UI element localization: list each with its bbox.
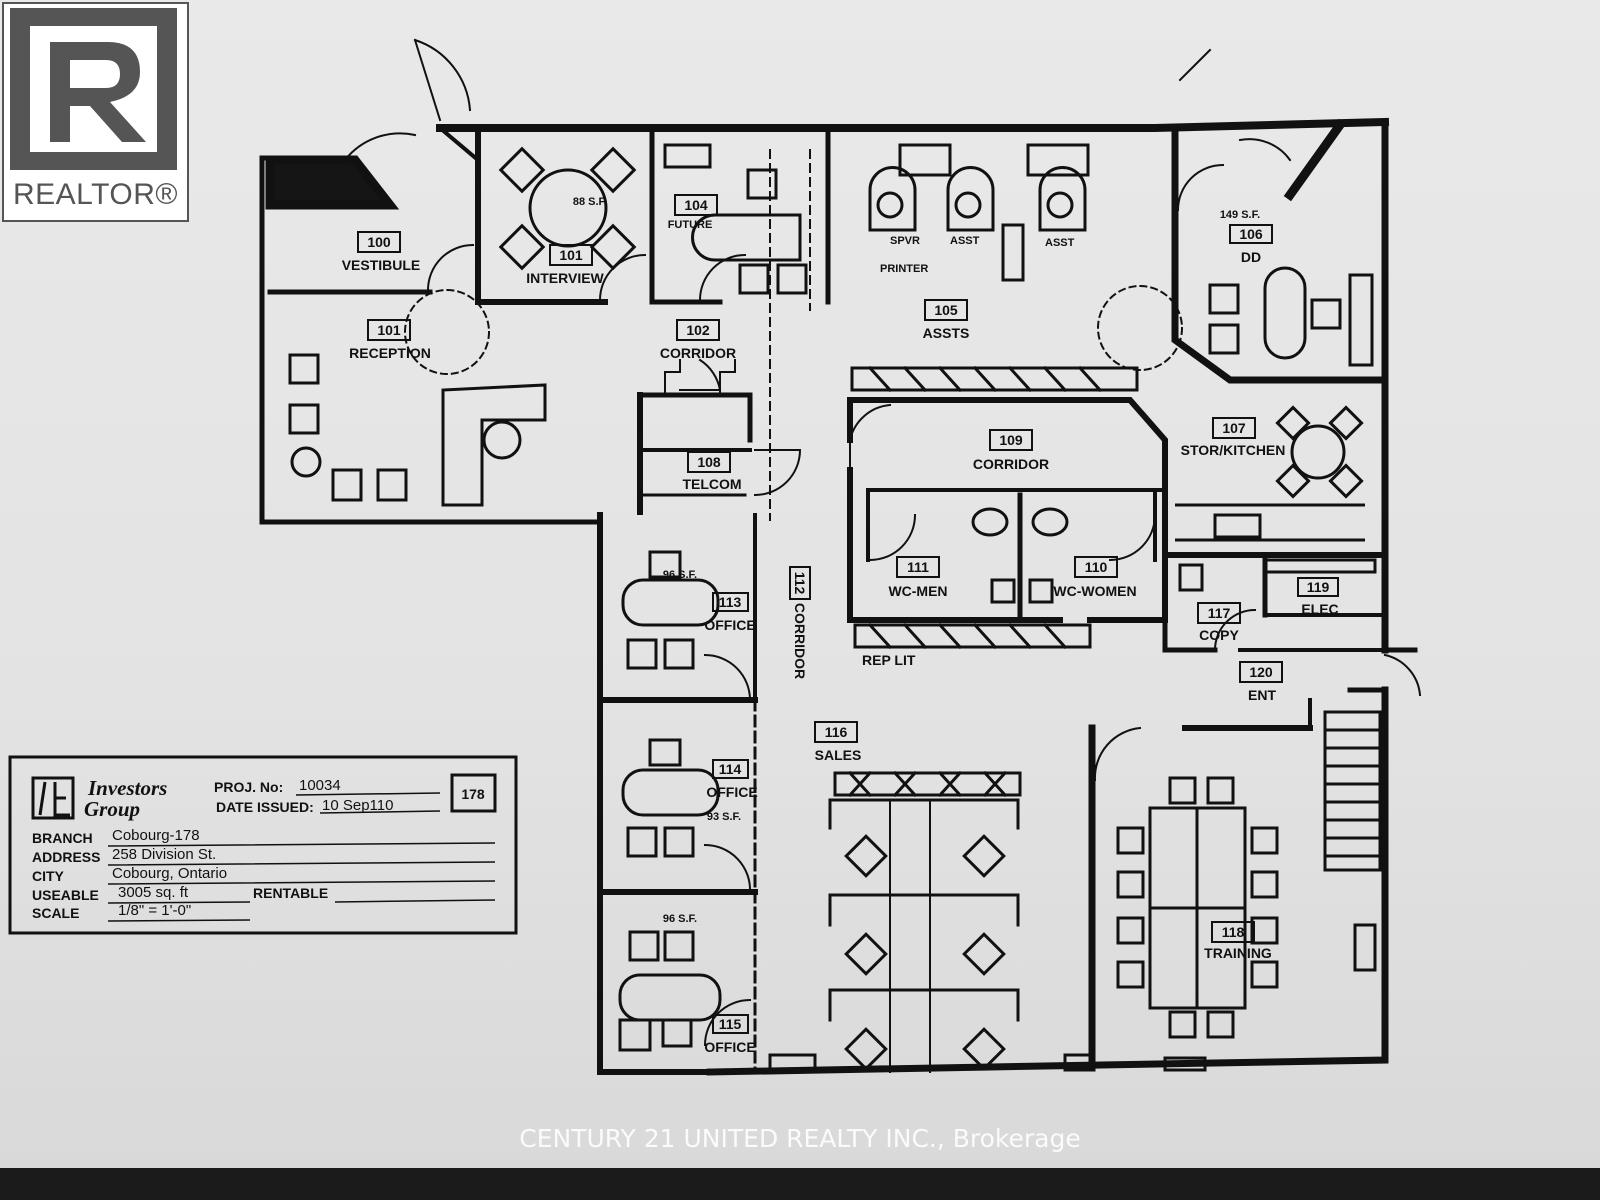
room-name: WC-WOMEN	[1053, 583, 1136, 599]
date-issued: 10 Sep110	[322, 797, 393, 814]
proj-no: 10034	[299, 777, 341, 794]
room-name: FUTURE	[668, 219, 713, 231]
room-number: 118	[1222, 924, 1245, 940]
room-number: 101	[559, 247, 583, 263]
room-name: OFFICE	[706, 784, 757, 800]
room-number: 112	[792, 572, 808, 595]
room-number: 110	[1085, 559, 1108, 575]
branch-value: Cobourg-178	[112, 827, 200, 844]
room-name: OFFICE	[704, 1039, 755, 1055]
room-number: 120	[1249, 664, 1273, 680]
room-number: 116	[825, 724, 848, 740]
room-name: ELEC	[1301, 601, 1338, 617]
room-number: 100	[367, 234, 391, 250]
room-name: VESTIBULE	[342, 257, 421, 273]
room-name: CORRIDOR	[973, 456, 1049, 472]
useable-value: 3005 sq. ft	[118, 884, 189, 901]
room-number: 102	[686, 322, 710, 338]
company-name-line2: Group	[84, 797, 140, 821]
room-number: 115	[719, 1016, 742, 1032]
rentable-label: RENTABLE	[253, 885, 328, 901]
scale-label: SCALE	[32, 905, 79, 921]
room-number: 101	[377, 322, 401, 338]
label-rep-lit: REP LIT	[862, 652, 916, 668]
room-area: 96 S.F.	[663, 569, 697, 581]
room-number: 119	[1307, 579, 1330, 595]
city-label: CITY	[32, 868, 65, 884]
room-number: 106	[1239, 226, 1263, 242]
title-block: 178 Investors Group PROJ. No: 10034 DATE…	[8, 755, 518, 935]
room-number: 109	[999, 432, 1023, 448]
label-asst: ASST	[1045, 237, 1075, 249]
room-area: 93 S.F.	[707, 811, 741, 823]
room-name: OFFICE	[704, 617, 755, 633]
realtor-badge: REALTOR®	[2, 2, 189, 222]
address-label: ADDRESS	[32, 849, 100, 865]
room-name: ASSTS	[923, 325, 970, 341]
investors-group-logo-icon	[31, 776, 75, 820]
branch-label: BRANCH	[32, 830, 93, 846]
useable-label: USEABLE	[32, 887, 99, 903]
label-printer: PRINTER	[880, 263, 928, 275]
room-labels: 100 VESTIBULE 101 RECEPTION 101 INTERVIE…	[342, 194, 1339, 1055]
room-area: 149 S.F.	[1220, 209, 1260, 221]
date-label: DATE ISSUED:	[216, 799, 314, 815]
room-name: CORRIDOR	[792, 603, 808, 679]
scale-value: 1/8" = 1'-0"	[118, 902, 191, 919]
room-name: RECEPTION	[349, 345, 431, 361]
proj-label: PROJ. No:	[214, 779, 283, 795]
realtor-logo-icon	[10, 8, 177, 170]
room-number: 105	[934, 302, 958, 318]
room-number: 113	[719, 594, 742, 610]
label-asst: ASST	[950, 235, 980, 247]
room-name: INTERVIEW	[526, 270, 604, 286]
room-name: TELCOM	[682, 476, 741, 492]
address-value: 258 Division St.	[112, 846, 216, 863]
room-number: 117	[1208, 605, 1231, 621]
room-number: 108	[697, 454, 721, 470]
label-spvr: SPVR	[890, 235, 920, 247]
floor-plan: 100 VESTIBULE 101 RECEPTION 101 INTERVIE…	[8, 38, 1422, 1076]
room-name: WC-MEN	[888, 583, 947, 599]
city-value: Cobourg, Ontario	[112, 865, 227, 882]
floor-plan-photo: 100 VESTIBULE 101 RECEPTION 101 INTERVIE…	[0, 0, 1600, 1168]
brokerage-watermark: CENTURY 21 UNITED REALTY INC., Brokerage	[519, 1124, 1081, 1153]
room-name: SALES	[815, 747, 862, 763]
company-name-line1: Investors	[87, 776, 167, 800]
realtor-wordmark: REALTOR®	[12, 178, 179, 211]
stairs	[1323, 710, 1382, 872]
room-area: 96 S.F.	[663, 913, 697, 925]
room-number: 114	[719, 761, 742, 777]
room-number: 104	[684, 197, 708, 213]
room-area: 88 S.F.	[573, 196, 607, 208]
furniture	[288, 143, 1377, 1072]
workstation-panels	[828, 365, 1139, 1073]
room-number: 107	[1222, 420, 1246, 436]
room-name: TRAINING	[1204, 945, 1272, 961]
walls	[259, 38, 1422, 1076]
room-name: ENT	[1248, 687, 1276, 703]
door-swings	[343, 38, 1422, 1047]
sheet-number: 178	[461, 786, 485, 802]
room-number: 111	[907, 559, 929, 575]
room-name: STOR/KITCHEN	[1181, 442, 1286, 458]
room-name: CORRIDOR	[660, 345, 736, 361]
room-name: DD	[1241, 249, 1261, 265]
room-name: COPY	[1199, 627, 1239, 643]
